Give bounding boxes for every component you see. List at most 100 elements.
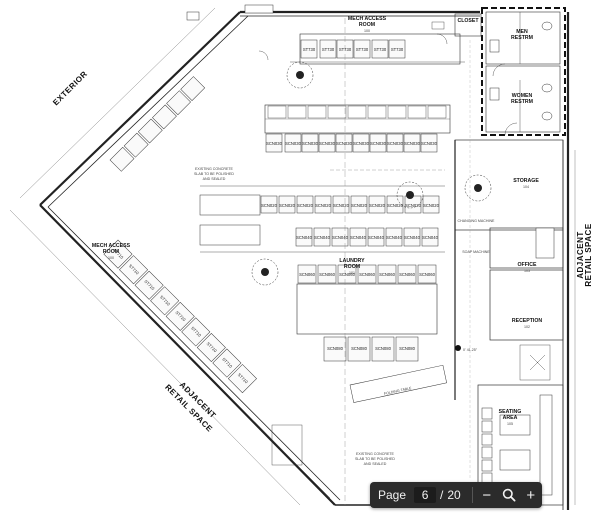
- closet-label: CLOSET: [457, 18, 479, 24]
- washer-label: SCN020: [279, 203, 295, 208]
- dryer-unit: [165, 301, 195, 331]
- lower-washer-block: [296, 283, 438, 335]
- washer-label: SCN030: [404, 141, 420, 146]
- desk: [535, 227, 555, 259]
- zoom-in-button[interactable]: +: [520, 484, 542, 506]
- washer-unit: [297, 264, 317, 284]
- mech-access-left-label: MECH ACCESS: [92, 243, 131, 249]
- accessibility-turning-circle: [396, 181, 424, 209]
- accessibility-turning-circle: [464, 174, 492, 202]
- mens-restroom: [485, 11, 561, 65]
- dryer-label: ST730: [303, 47, 316, 52]
- seating-table: [499, 414, 531, 436]
- washer-unit: [331, 227, 349, 247]
- finish-note: EXISTING CONCRETE: [195, 167, 234, 171]
- accessibility-turning-circle: [251, 258, 279, 286]
- folding-table: [287, 105, 307, 119]
- finish-note: SLAB TO BE POLISHED: [355, 457, 395, 461]
- dryer-unit: [123, 132, 149, 158]
- reception-room: [489, 269, 564, 341]
- folding-table: [347, 105, 367, 119]
- current-page-input[interactable]: 6: [414, 487, 437, 503]
- washer-unit: [284, 133, 302, 153]
- toilet-fixture: [541, 83, 553, 93]
- restroom-dashed-boundary: [481, 7, 566, 136]
- zoom-out-button[interactable]: −: [476, 484, 498, 506]
- womens-restroom-label: WOMEN: [512, 93, 533, 99]
- folding-table: [349, 364, 447, 403]
- laundry-room-number: 101: [349, 271, 355, 275]
- washer-label: SCN060: [299, 272, 315, 277]
- washer-label: SCN080: [351, 346, 367, 351]
- washer-unit: [417, 264, 437, 284]
- washer-unit: [265, 133, 283, 153]
- plan-path: [492, 63, 506, 77]
- mens-restroom-label-2: RESTRM: [511, 35, 533, 41]
- magnifier-icon: [502, 488, 516, 502]
- dryer-unit: [371, 39, 389, 59]
- dryer-unit: [134, 270, 164, 300]
- page-label: Page: [378, 488, 407, 502]
- washer-label: SCN040: [296, 235, 312, 240]
- washer-unit: [371, 336, 395, 362]
- laundry-room-label: LAUNDRY: [339, 258, 365, 264]
- toilet-fixture: [541, 21, 553, 31]
- exterior-dimension-line: [19, 7, 216, 199]
- dryer-label: ST730: [391, 47, 404, 52]
- floor-plan-linework: ST710ST710ST710ST710ST710ST710ST710ST710…: [9, 4, 576, 510]
- diagonal-interior-wall: [47, 15, 249, 208]
- washer-label: SCN020: [423, 203, 439, 208]
- accessibility-symbol: [261, 268, 269, 276]
- washer-label: SCN020: [261, 203, 277, 208]
- washer-label: SCN080: [399, 346, 415, 351]
- exterior-label: EXTERIOR: [51, 69, 89, 107]
- seating-label: SEATING: [499, 409, 522, 415]
- dryer-unit: [300, 39, 318, 59]
- reception-label: RECEPTION: [512, 318, 543, 324]
- mech-access-top-label-2: ROOM: [359, 22, 375, 28]
- folding-table: [427, 105, 447, 119]
- bottom-nook: [271, 424, 303, 466]
- washer-label: SCN080: [327, 346, 343, 351]
- washer-label: SCN020: [297, 203, 313, 208]
- bench-seat: [481, 433, 493, 446]
- washer-unit: [323, 336, 347, 362]
- washer-label: SCN060: [419, 272, 435, 277]
- diagonal-exterior-wall: [39, 11, 241, 206]
- dryer-unit: [180, 76, 206, 101]
- washer-unit: [397, 264, 417, 284]
- dryer-unit: [388, 39, 406, 59]
- seating-number: 105: [507, 422, 513, 426]
- dryer-unit: [109, 146, 135, 172]
- washer-unit: [295, 227, 313, 247]
- dryer-unit: [166, 90, 191, 116]
- washer-unit: [350, 195, 368, 214]
- grid-marker: [244, 4, 274, 14]
- accessibility-symbol: [474, 184, 482, 192]
- washer-label: SCN040: [314, 235, 330, 240]
- washer-unit: [335, 133, 353, 153]
- office-room: [489, 227, 564, 269]
- dryer-unit: [119, 255, 149, 285]
- dryer-unit: [212, 348, 242, 378]
- washer-label: SCN020: [333, 203, 349, 208]
- washer-unit: [278, 195, 296, 214]
- elevation-label: 0' 41.25": [463, 348, 478, 352]
- dryer-unit: [181, 317, 211, 347]
- washer-label: SCN060: [379, 272, 395, 277]
- dryer-unit: [227, 364, 257, 394]
- washer-unit: [296, 195, 314, 214]
- grid-marker: [186, 11, 200, 21]
- zoom-reset-button[interactable]: [498, 484, 520, 506]
- reception-counter: [519, 344, 551, 381]
- diagonal-dryer-row: ST710ST710ST710ST710ST710ST710ST710ST710…: [103, 239, 257, 394]
- dryer-unit: [137, 118, 163, 144]
- adjacent-right-label-2: RETAIL SPACE: [584, 223, 593, 287]
- elevation-marker: [455, 345, 461, 351]
- folding-table-lower: [349, 364, 447, 403]
- storage-number: 104: [523, 185, 529, 189]
- washer-label: SCN020: [405, 203, 421, 208]
- washer-unit: [314, 195, 332, 214]
- washer-label: SCN040: [422, 235, 438, 240]
